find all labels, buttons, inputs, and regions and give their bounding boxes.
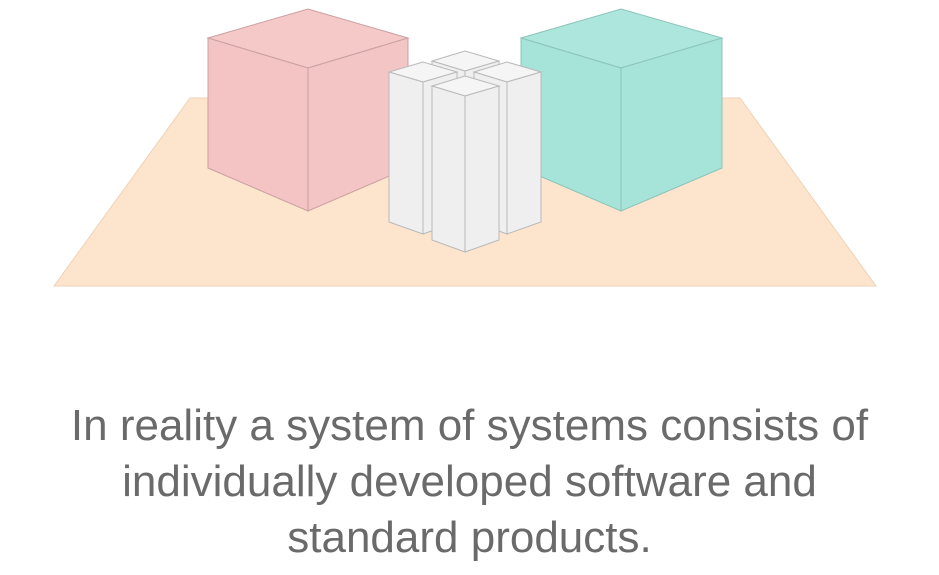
pillar-front bbox=[430, 75, 501, 253]
caption-line-3: standard products. bbox=[287, 513, 652, 562]
caption-line-2: individually developed software and bbox=[122, 457, 817, 506]
pink-cube bbox=[206, 8, 410, 212]
pillar-cluster bbox=[387, 50, 543, 253]
teal-cube-side bbox=[620, 37, 723, 212]
system-of-systems-illustration bbox=[53, 8, 877, 287]
teal-cube bbox=[519, 8, 724, 212]
caption: In reality a system of systems consists … bbox=[0, 398, 939, 566]
caption-line-1: In reality a system of systems consists … bbox=[70, 401, 869, 450]
